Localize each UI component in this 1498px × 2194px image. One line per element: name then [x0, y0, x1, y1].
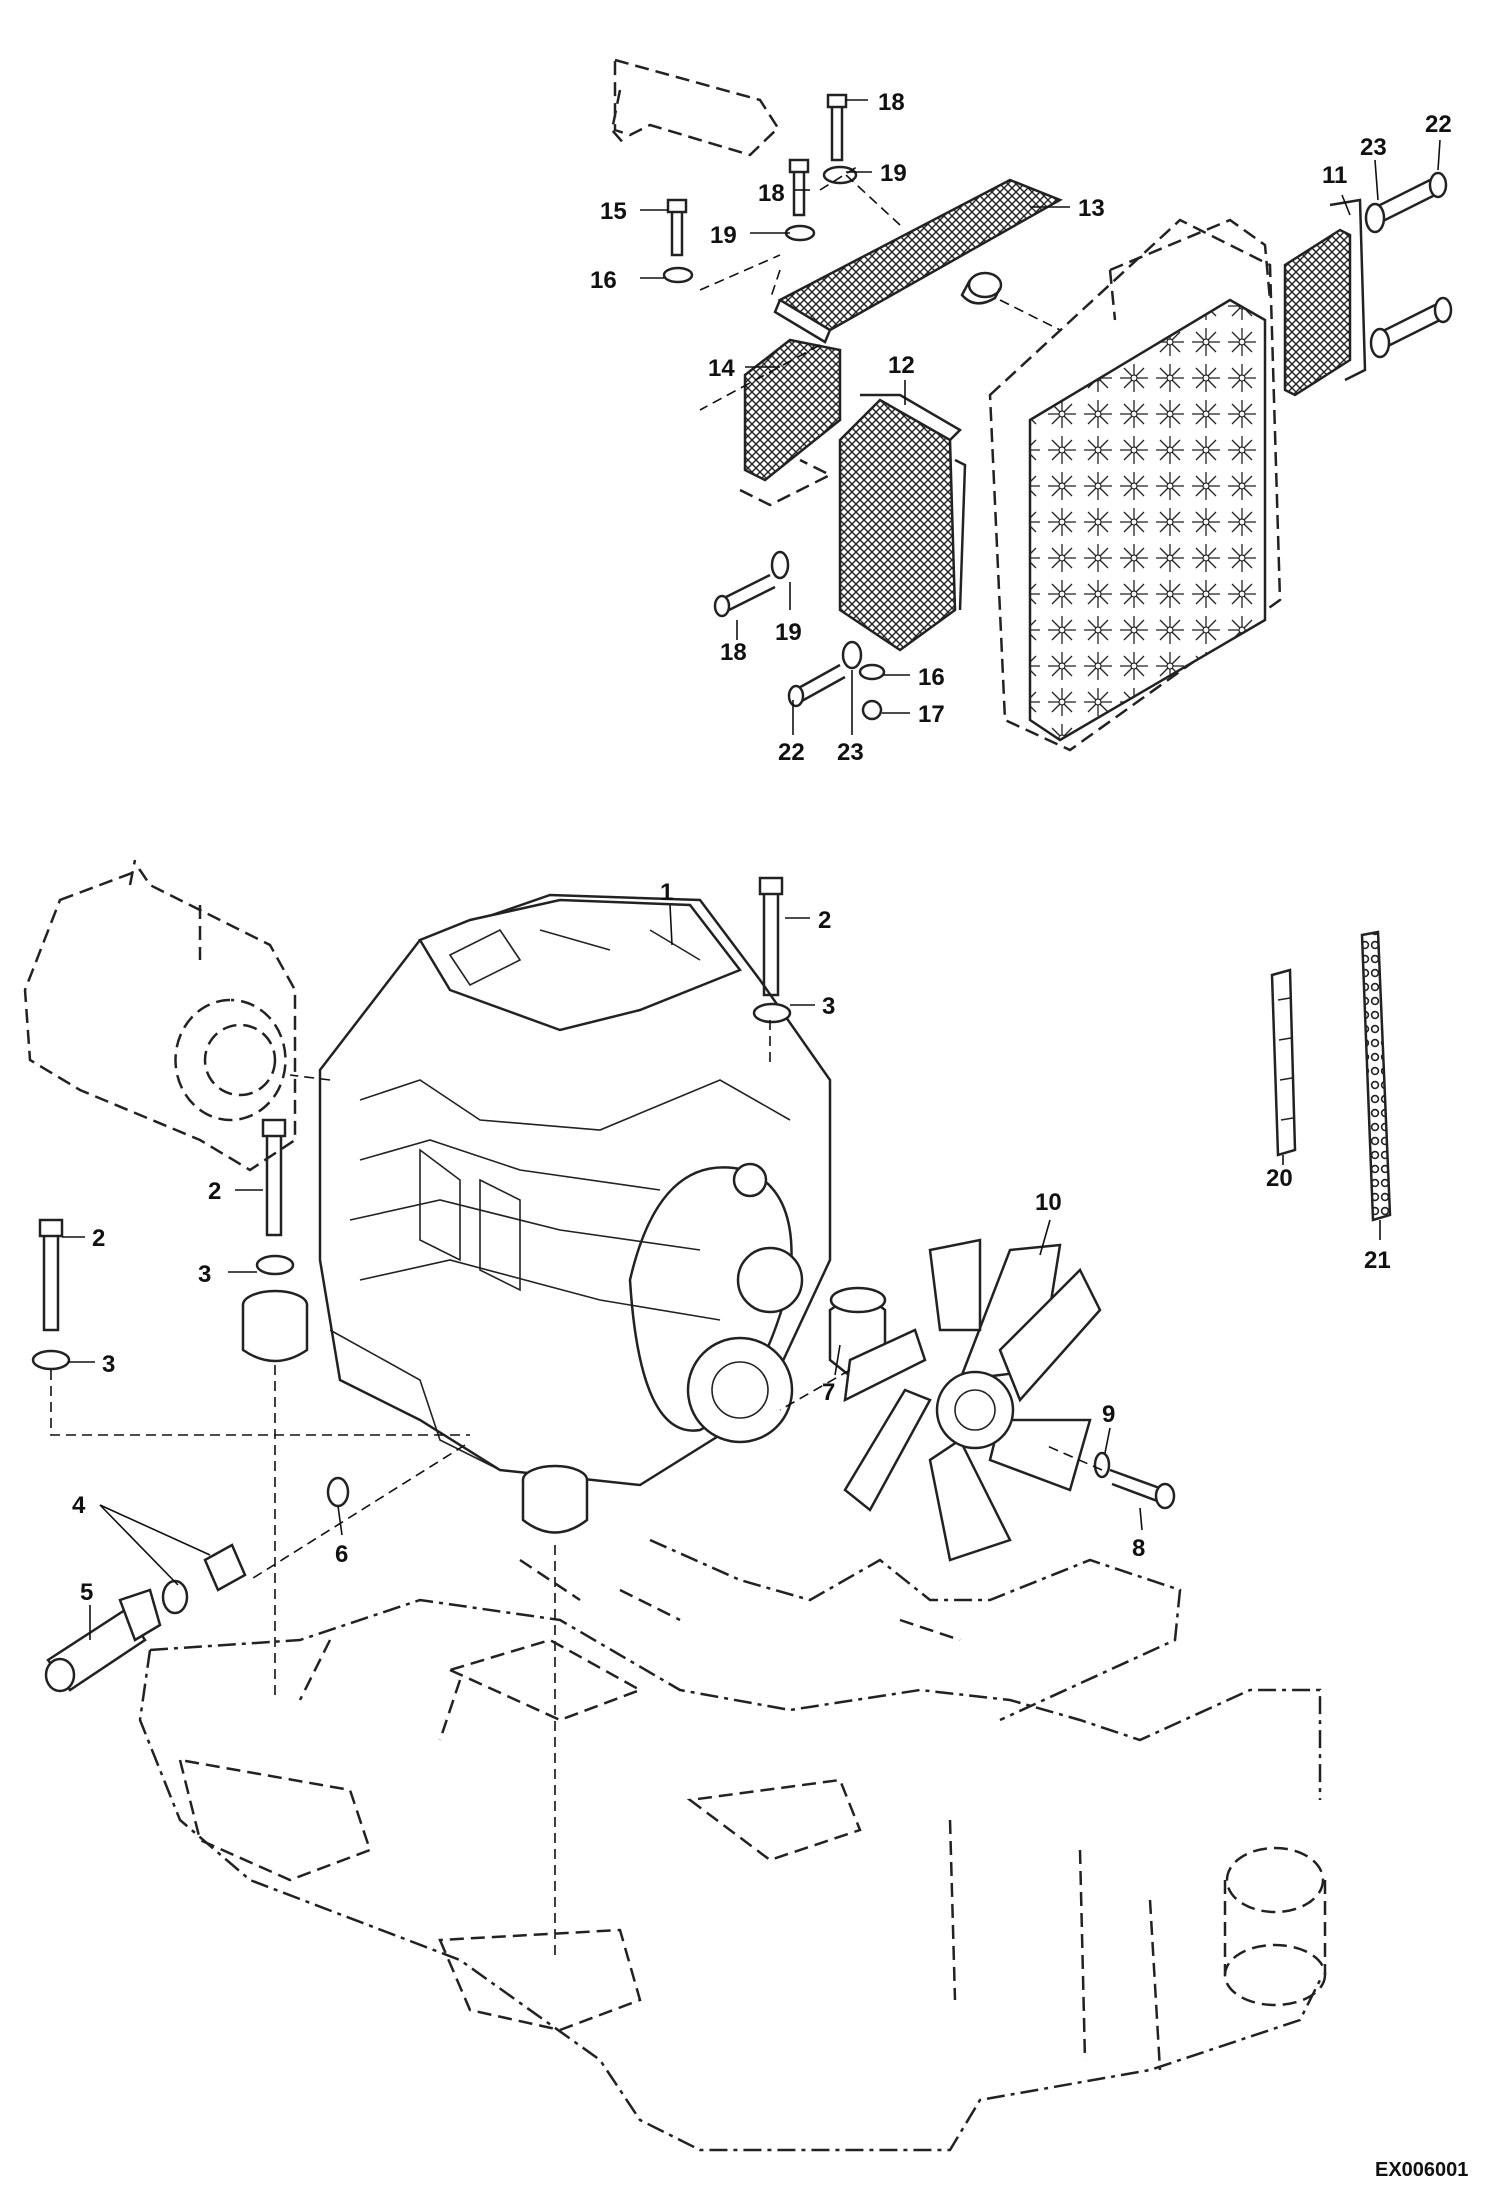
radiator-core: [1028, 298, 1267, 742]
engine-mount-front: [521, 1464, 589, 1534]
fan-bolt: [1093, 1451, 1176, 1510]
callout-21: 21: [1364, 1247, 1391, 1274]
callout-5: 5: [80, 1579, 93, 1606]
callout-9: 9: [1102, 1401, 1115, 1428]
mount-bolt-upper-right: [752, 876, 792, 1024]
callout-20: 20: [1266, 1165, 1293, 1192]
callout-labels: 18 19 18 19 15 16 13 14 12 11 23 22 18 1…: [72, 89, 1452, 1606]
bolt-18-top: [822, 93, 858, 185]
callout-19-low: 19: [775, 619, 802, 646]
engine-assembly: [23, 859, 1176, 1960]
callout-8: 8: [1132, 1535, 1145, 1562]
callout-23-low: 23: [837, 739, 864, 766]
callout-14: 14: [708, 355, 735, 382]
callout-2-mid: 2: [208, 1178, 221, 1205]
callout-18-low: 18: [720, 639, 747, 666]
belt-drive: [628, 1162, 804, 1444]
side-mesh-screen: [1283, 228, 1352, 397]
sealing-strips: [1270, 930, 1392, 1222]
engine-mount-left: [241, 1289, 309, 1363]
callout-18-mid: 18: [758, 180, 785, 207]
upper-frame: [138, 1538, 1327, 2152]
callout-7: 7: [822, 1379, 835, 1406]
mount-bolt-left-high: [255, 1118, 295, 1276]
leader-lines: [62, 99, 1441, 1640]
seal-strip-21: [1360, 930, 1392, 1222]
callout-2-upper: 2: [818, 907, 831, 934]
upper-bracket: [610, 58, 780, 157]
callout-11: 11: [1322, 162, 1347, 189]
drawing-reference: EX006001: [1375, 2159, 1468, 2181]
bushing: [960, 271, 1061, 331]
callout-3-mid: 3: [198, 1261, 211, 1288]
left-mesh-screen: [743, 338, 842, 482]
callout-23-top: 23: [1360, 134, 1387, 161]
bolts-22-right: [1364, 171, 1453, 359]
callout-22-low: 22: [778, 739, 805, 766]
radiator-cover-assembly: [610, 58, 1453, 752]
washer-6: [326, 1476, 350, 1508]
seal-strip-20: [1270, 968, 1297, 1157]
bolt-22-low: [787, 640, 886, 721]
front-mesh-screen: [838, 398, 957, 652]
cooling-fan: [843, 1238, 1102, 1562]
callout-17: 17: [918, 701, 945, 728]
callout-12: 12: [888, 352, 915, 379]
bolt-18-mid: [784, 158, 816, 242]
callout-4: 4: [72, 1492, 86, 1519]
hydraulic-pump: [23, 868, 297, 1172]
callout-6: 6: [335, 1541, 348, 1568]
engine-block: [318, 893, 832, 1487]
callout-2-left: 2: [92, 1225, 105, 1252]
callout-18-top: 18: [878, 89, 905, 116]
callout-1: 1: [660, 879, 673, 906]
callout-3-upper: 3: [822, 993, 835, 1020]
callout-16-top: 16: [590, 267, 617, 294]
fittings: [44, 1543, 247, 1693]
bolt-15: [662, 198, 694, 284]
callout-13: 13: [1078, 195, 1105, 222]
callout-19-mid: 19: [710, 222, 737, 249]
mount-bolt-left-low: [31, 1218, 71, 1371]
top-mesh-screen: [777, 178, 1063, 332]
valve-cover: [418, 898, 742, 1032]
callout-3-left: 3: [102, 1351, 115, 1378]
callout-10: 10: [1035, 1189, 1062, 1216]
callout-22-top: 22: [1425, 111, 1452, 138]
callout-15: 15: [600, 198, 627, 225]
callout-19-top: 19: [880, 160, 907, 187]
bolt-18-low: [713, 550, 790, 618]
callout-16-low: 16: [918, 664, 945, 691]
radiator-housing: [988, 218, 1282, 752]
